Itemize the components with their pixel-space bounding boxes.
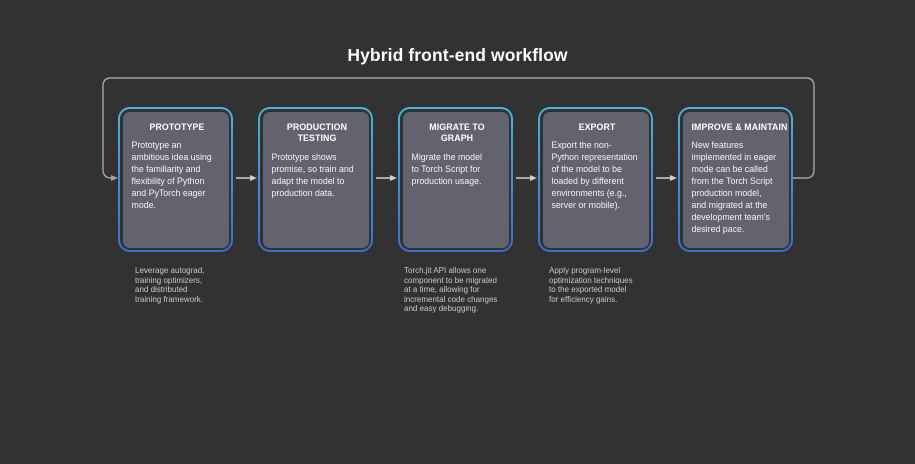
step-note: Apply program-level optimization techniq… — [549, 266, 633, 304]
step-column-prototype: PROTOTYPE Prototype an ambitious idea us… — [118, 107, 233, 304]
step-note: Torch.jit API allows one component to be… — [404, 266, 498, 314]
step-column-production-testing: PRODUCTION TESTING Prototype shows promi… — [258, 107, 373, 266]
step-heading: MIGRATE TO GRAPH — [429, 121, 485, 144]
step-body: Prototype shows promise, so train and ad… — [271, 151, 354, 198]
step-heading: PROTOTYPE — [149, 121, 205, 132]
step-heading: EXPORT — [578, 121, 616, 132]
step-heading: PRODUCTION TESTING — [286, 121, 348, 144]
step-body: Prototype an ambitious idea using the fa… — [131, 140, 212, 210]
step-box-improve-maintain: IMPROVE & MAINTAIN New features implemen… — [678, 107, 793, 252]
feedback-loop-line — [102, 77, 815, 181]
step-heading: IMPROVE & MAINTAIN — [691, 121, 788, 132]
step-box-prototype: PROTOTYPE Prototype an ambitious idea us… — [118, 107, 233, 252]
step-note: Leverage autograd, training optimizers, … — [135, 266, 205, 304]
step-column-export: EXPORT Export the non- Python representa… — [538, 107, 653, 304]
step-column-migrate-to-graph: MIGRATE TO GRAPH Migrate the model to To… — [398, 107, 513, 314]
step-box-export: EXPORT Export the non- Python representa… — [538, 107, 653, 252]
step-body: Migrate the model to Torch Script for pr… — [411, 151, 482, 186]
step-body: Export the non- Python representation of… — [551, 140, 638, 210]
step-box-production-testing: PRODUCTION TESTING Prototype shows promi… — [258, 107, 373, 252]
step-column-improve-maintain: IMPROVE & MAINTAIN New features implemen… — [678, 107, 793, 266]
diagram-title: Hybrid front-end workflow — [347, 45, 568, 65]
step-body: New features implemented in eager mode c… — [691, 140, 777, 234]
step-box-migrate-to-graph: MIGRATE TO GRAPH Migrate the model to To… — [398, 107, 513, 252]
